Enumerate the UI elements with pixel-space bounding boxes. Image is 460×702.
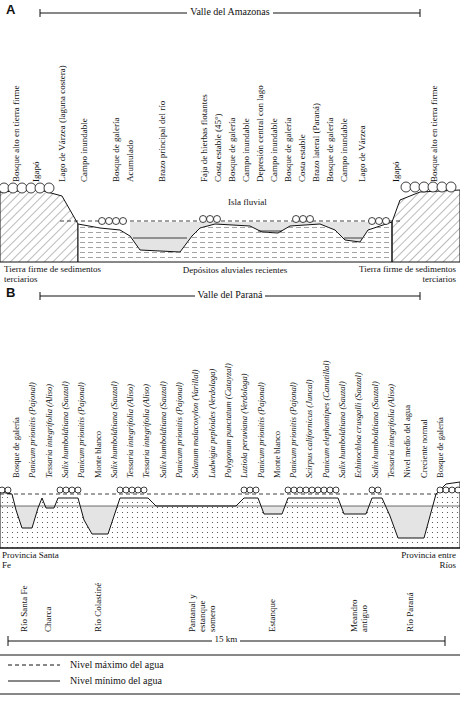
vegetation-label: Salix humboldtiana (Sauzal) — [110, 381, 119, 478]
zone-label: Costa estable — [298, 134, 308, 182]
panel-letter: A — [6, 3, 15, 17]
vegetation-label: Scirpus californicus (Juncal) — [305, 379, 314, 478]
vegetation-label: Echinochloa crusgalli (Sauzal) — [354, 372, 363, 478]
panel-letter: B — [6, 286, 15, 300]
vegetation-label: Panicum prionitis (Pajonal) — [289, 382, 298, 478]
vegetation-label: Bosque de galería — [12, 417, 21, 478]
legend-frame — [0, 655, 460, 694]
vegetation-label: Tessaria integrifolia (Aliso) — [45, 384, 54, 478]
zone-label: Brazo principal del río — [158, 101, 168, 182]
zone-label: Bosque de galería — [228, 118, 238, 182]
vegetation-label: Salix humboldtiana (Sauzal) — [61, 381, 70, 478]
zone-label: Brazo lateral (Paraná) — [312, 103, 322, 182]
vegetation-label: Monte blanco — [273, 431, 282, 478]
amazon-profile — [0, 190, 460, 262]
zone-label: Igapó — [32, 162, 42, 183]
vegetation-label: Luziola peruviana (Verdolaga) — [240, 373, 249, 478]
zone-label: Lago de Várzea — [358, 125, 368, 182]
province-label: Provincia entre Ríos — [400, 551, 456, 571]
zone-label: Campo inundable — [80, 118, 90, 182]
vegetation-label: Salix humboldtiana (Sauzal) — [371, 381, 380, 478]
zone-label: Bosque de galería — [326, 118, 336, 182]
zone-label: Costa estable (45°) — [214, 113, 224, 182]
scale-bar — [8, 636, 445, 646]
vegetation-label: Solanum malacoxylon (Varillal) — [191, 369, 200, 478]
substrate-label: Tierra firme de sedimentos terciarios — [4, 265, 114, 285]
zone-label: Campo inundable — [242, 118, 252, 182]
vegetation-label: Tessaria integrifolia (Aliso) — [142, 384, 151, 478]
vegetation-label: Tessaria integrifolia (Aliso) — [387, 384, 396, 478]
substrate-label: Depósitos aluviales recientes — [183, 266, 287, 276]
valley-title: Valle del Amazonas — [187, 6, 272, 17]
province-label: Provincia Santa Fe — [2, 551, 62, 571]
water-body-label: Estanque — [268, 574, 278, 632]
vegetation-label: Panicum prionitis (Pajonal) — [77, 382, 86, 478]
vegetation-label: Tessaria integrifolia (Aliso) — [126, 384, 135, 478]
vegetation-label: Salix humboldtiana (Sauzal) — [159, 381, 168, 478]
zone-label: Bosque alto en tierra firme — [430, 86, 440, 182]
vegetation-label: Panicum prionitis (Pajonal) — [257, 382, 266, 478]
zone-label: Acumulado — [126, 140, 136, 182]
substrate-label: Tierra firme de sedimentos terciarios — [350, 265, 456, 285]
water-body-label: Río Santa Fe — [20, 574, 30, 632]
zone-label: Lago de Várzea (laguna costera) — [58, 65, 68, 182]
island-label: Isla fluvial — [228, 198, 267, 208]
zone-label: Depresión central con lago — [256, 85, 266, 182]
vegetation-label: Panicum prionitis (Pajonal) — [28, 382, 37, 478]
water-body-label: Meandro antiguo — [350, 574, 370, 632]
water-body-label: Pantanal y estanque somero — [188, 574, 218, 632]
valley-title: Valle del Paraná — [195, 289, 266, 300]
water-body-label: Río Paraná — [406, 574, 416, 632]
zone-label: Bosque alto en tierra firme — [12, 86, 22, 182]
vegetation-label: Panicum prionitis (Pajonal) — [175, 382, 184, 478]
legend-text: Nivel mínimo del agua — [70, 675, 162, 686]
vegetation-label: Creciente normal — [420, 419, 429, 478]
zone-label: Bosque de galería — [112, 118, 122, 182]
vegetation-label: Panicum elephantipes (Canutillal) — [322, 360, 331, 478]
vegetation-label: Bosque de galería — [436, 417, 445, 478]
parana-profile — [0, 482, 460, 548]
legend-text: Nivel máximo del agua — [70, 659, 164, 670]
zone-label: Bosque de galería — [284, 118, 294, 182]
vegetation-label: Ludwigia peploides (Verdolaga) — [208, 369, 217, 478]
vegetation-label: Nivel medio del agua — [403, 405, 412, 478]
zone-label: Igapó — [392, 162, 402, 183]
zone-label: Faja de hierbas flotantes — [200, 94, 210, 182]
vegetation-label: Salix humboldtiana (Sauzal) — [338, 381, 347, 478]
zone-label: Campo inundable — [270, 118, 280, 182]
water-body-label: Charca — [44, 574, 54, 632]
vegetation-label: Polygonum punctatum (Catayzal) — [224, 363, 233, 478]
water-body-label: Río Colastiné — [94, 574, 104, 632]
vegetation-label: Monte blanco — [94, 431, 103, 478]
scale-label: 15 km — [212, 635, 241, 645]
tree-crowns — [0, 182, 460, 493]
zone-label: Campo inundable — [340, 118, 350, 182]
